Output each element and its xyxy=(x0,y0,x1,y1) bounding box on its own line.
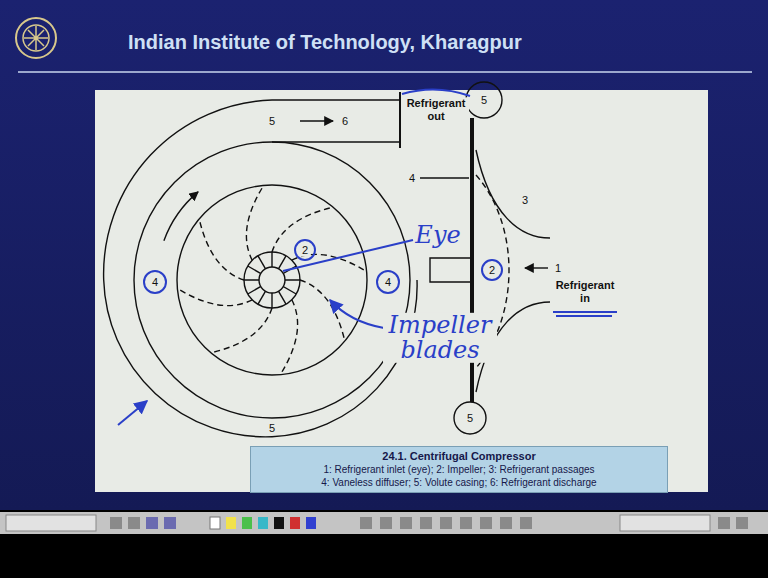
viewer-toolbar xyxy=(0,512,768,534)
slide-background xyxy=(0,0,768,510)
caption-box: 24.1. Centrifugal Compressor1: Refrigera… xyxy=(250,446,668,493)
callout-number: 5 xyxy=(268,422,276,435)
header-rule xyxy=(18,71,752,73)
institute-logo xyxy=(16,18,56,58)
caption-line: 1: Refrigerant inlet (eye); 2: Impeller;… xyxy=(255,463,663,476)
front-view xyxy=(104,92,418,437)
callout-number: 4 xyxy=(384,276,392,289)
caption-heading: 24.1. Centrifugal Compressor xyxy=(255,449,663,463)
slide-title: Indian Institute of Technology, Kharagpu… xyxy=(128,30,522,54)
pen-annotations xyxy=(118,89,617,425)
callout-number: 5 xyxy=(466,412,474,425)
handwritten-note: Eye xyxy=(414,223,461,248)
content-panel xyxy=(95,90,708,492)
part-label: Refrigerant in xyxy=(552,279,618,304)
callout-number: 1 xyxy=(554,262,562,275)
callout-number: 2 xyxy=(301,244,309,257)
callout-number: 5 xyxy=(268,115,276,128)
callout-number: 5 xyxy=(480,94,488,107)
side-view xyxy=(420,82,550,434)
caption-line: 4: Vaneless diffuser; 5: Volute casing; … xyxy=(255,476,663,489)
callout-number: 4 xyxy=(151,276,159,289)
callout-number: 6 xyxy=(341,115,349,128)
callout-number: 3 xyxy=(521,194,529,207)
handwritten-note: Impeller blades xyxy=(383,313,497,363)
callout-number: 2 xyxy=(488,264,496,277)
part-label: Refrigerant out xyxy=(403,97,469,122)
callout-number: 4 xyxy=(408,172,416,185)
